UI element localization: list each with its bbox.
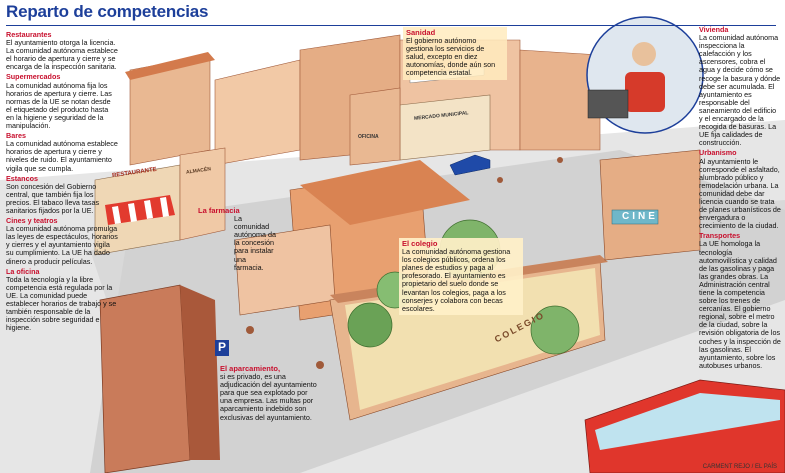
colegio-callout: El colegio La comunidad autónoma gestion… — [399, 238, 523, 315]
restaurantes-heading: Restaurantes — [6, 30, 52, 39]
oficina-sign: OFICINA — [358, 134, 379, 140]
supermercados-body: La comunidad autónoma fija los horarios … — [6, 80, 112, 131]
farmacia-callout: La farmacia La comunidad autónoma da la … — [198, 206, 276, 272]
almacen-building — [179, 147, 226, 241]
sanidad-heading: Sanidad — [406, 28, 436, 37]
pedestrian-1 — [246, 326, 254, 334]
building-back-1-roof — [125, 52, 215, 80]
restaurant-awning-stripes-4 — [160, 197, 169, 217]
restaurant-awning — [105, 195, 175, 225]
building-back-4 — [519, 49, 601, 151]
urbanismo-heading: Urbanismo — [699, 148, 737, 158]
page-title: Reparto de competencias — [6, 2, 209, 21]
vivienda-heading: Vivienda — [699, 25, 729, 34]
cinema-building — [599, 149, 701, 261]
restaurantes-body: El ayuntamiento otorga la licencia. La c… — [6, 38, 118, 72]
bus-windows — [595, 393, 780, 450]
man-head — [632, 42, 656, 66]
bares-body: La comunidad autónoma establece horarios… — [6, 139, 118, 173]
supermercados-heading: Supermercados — [6, 72, 61, 82]
man-body — [625, 72, 665, 112]
cinema-sign-bg — [611, 209, 659, 225]
vivienda-body: La comunidad autónoma inspecciona la cal… — [699, 33, 781, 148]
restaurant-awning-stripes — [112, 206, 121, 224]
radiator — [587, 89, 629, 119]
aparcamiento-callout: El aparcamiento, si es privado, es una a… — [220, 364, 320, 422]
cine-sign: CINE — [622, 211, 658, 222]
bares-heading: Bares — [6, 131, 26, 141]
estancos-body: Son concesión del Gobierno central, que … — [6, 181, 100, 215]
aparcamiento-heading: El aparcamiento, — [220, 364, 281, 373]
brick-tower-side — [180, 285, 220, 460]
title-rule — [6, 25, 776, 26]
aparcamiento-body: si es privado, es una adjudicación del a… — [220, 372, 317, 422]
parking-sign-plate — [215, 340, 229, 356]
left-column: Restaurantes El ayuntamiento otorga la l… — [6, 29, 118, 332]
tree-2 — [347, 302, 393, 348]
transportes-body: La UE homologa la tecnología automovilís… — [699, 239, 781, 370]
sanidad-body: El gobierno autónomo gestiona los servic… — [406, 36, 496, 78]
tree-3 — [530, 305, 580, 355]
cines-heading: Cines y teatros — [6, 216, 58, 226]
central-building-roof — [300, 160, 470, 225]
parking-sign: P — [218, 340, 227, 354]
credit: CARMENT REJO / EL PAÍS — [702, 464, 777, 470]
cines-body: La comunidad autónoma promulga las leyes… — [6, 224, 118, 266]
building-back-2 — [214, 59, 301, 166]
mercado-building — [399, 94, 491, 161]
right-column: Vivienda La comunidad autónoma inspeccio… — [699, 24, 781, 370]
pedestrian-4 — [557, 157, 563, 163]
farmacia-body: La comunidad autónoma da la concesión pa… — [234, 214, 276, 272]
oficina-heading: La oficina — [6, 266, 40, 276]
sanidad-callout: Sanidad El gobierno autónomo gestiona lo… — [403, 27, 507, 80]
urbanismo-body: Al ayuntamiento le corresponde el asfalt… — [699, 156, 781, 231]
pedestrian-2 — [316, 361, 324, 369]
oficina-building — [349, 87, 401, 166]
restaurant-awning-stripes-3 — [144, 200, 153, 219]
colegio-heading: El colegio — [402, 239, 438, 248]
transportes-heading: Transportes — [699, 231, 741, 241]
restaurant-awning-stripes-2 — [128, 203, 137, 222]
oficina-body: Toda la tecnología y la libre competenci… — [6, 274, 117, 333]
farmacia-heading: La farmacia — [198, 206, 240, 215]
estancos-heading: Estancos — [6, 173, 38, 183]
pedestrian-3 — [497, 177, 503, 183]
blue-car — [449, 154, 491, 176]
colegio-body: La comunidad autónoma gestiona los coleg… — [402, 247, 511, 313]
